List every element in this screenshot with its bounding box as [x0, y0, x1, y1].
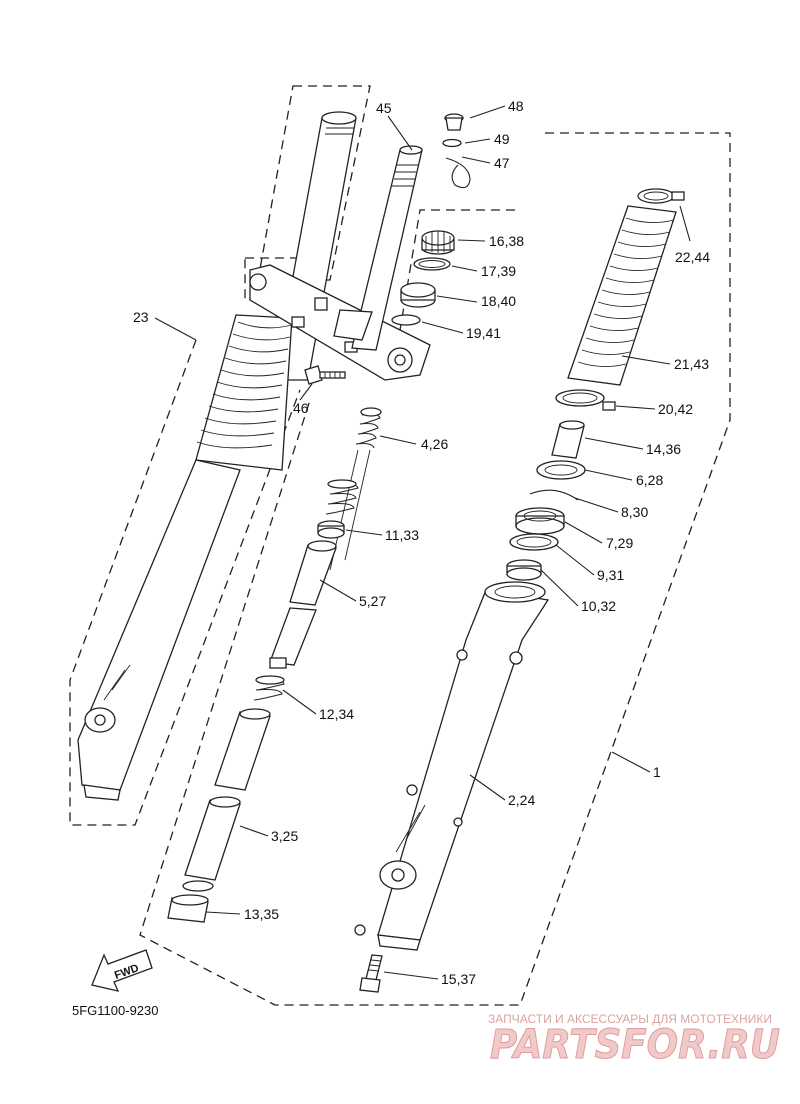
watermark-tagline: ЗАПЧАСТИ И АКСЕССУАРЫ ДЛЯ МОТОТЕХНИКИ	[488, 1012, 772, 1026]
callout-labels: 48 49 47 45 16,38 17,39 18,40 19,41 23 4…	[133, 98, 710, 987]
callout-1: 1	[653, 764, 661, 780]
callout-3-25: 3,25	[271, 828, 298, 844]
spring-12-34	[253, 675, 285, 701]
callout-49: 49	[494, 131, 510, 147]
spring-lower	[325, 479, 359, 515]
callout-19-41: 19,41	[466, 325, 501, 341]
callout-22-44: 22,44	[675, 249, 710, 265]
seal-11-33	[317, 520, 345, 539]
oring-17-39	[413, 257, 451, 271]
washer-49	[442, 138, 462, 148]
callout-48: 48	[508, 98, 524, 114]
callout-4-26: 4,26	[421, 436, 448, 452]
oring-19-41	[391, 314, 421, 326]
callout-16-38: 16,38	[489, 233, 524, 249]
callout-12-34: 12,34	[319, 706, 354, 722]
watermark-site: PARTSFOR.RU	[490, 1022, 780, 1068]
callout-21-43: 21,43	[674, 356, 709, 372]
dust-seal-6-28	[536, 460, 586, 480]
right-fork-group-outline	[139, 132, 731, 1006]
circlip-47	[445, 157, 471, 189]
callout-5-27: 5,27	[359, 593, 386, 609]
callout-46: 46	[293, 400, 309, 416]
damper-5-27	[269, 540, 337, 669]
sleeve-upper	[214, 708, 271, 791]
bolt-46	[304, 365, 346, 385]
diagram-code: 5FG1100-9230	[72, 1003, 159, 1018]
cap-16-38	[421, 230, 455, 255]
callout-23: 23	[133, 309, 149, 325]
bush-10-32	[506, 559, 542, 581]
sleeve-3-25	[182, 796, 241, 892]
spacer-18-40	[400, 282, 436, 308]
callout-18-40: 18,40	[481, 293, 516, 309]
callout-17-39: 17,39	[481, 263, 516, 279]
clamp-22-44	[637, 188, 685, 204]
oil-seal-7-29	[515, 507, 565, 535]
callout-6-28: 6,28	[636, 472, 663, 488]
boot-21-43	[567, 205, 677, 386]
bush-14-36	[551, 420, 585, 459]
callout-47: 47	[494, 155, 510, 171]
clamp-20-42	[555, 389, 616, 411]
bolt-15-37	[359, 954, 383, 993]
clip-8-30	[529, 489, 579, 501]
cup-13-35	[167, 894, 209, 923]
callout-14-36: 14,36	[646, 441, 681, 457]
callout-11-33: 11,33	[385, 527, 419, 543]
damper-rod-45	[333, 145, 423, 351]
callout-10-32: 10,32	[581, 598, 616, 614]
callout-2-24: 2,24	[508, 792, 535, 808]
callout-9-31: 9,31	[597, 567, 624, 583]
washer-9-31	[509, 533, 559, 551]
callout-8-30: 8,30	[621, 504, 648, 520]
callout-15-37: 15,37	[441, 971, 476, 987]
fwd-arrow: FWD	[91, 949, 153, 992]
bolt-48	[444, 113, 464, 131]
callout-45: 45	[376, 100, 392, 116]
left-fork-assembly	[77, 111, 431, 801]
callout-20-42: 20,42	[658, 401, 693, 417]
leader-lines	[154, 105, 691, 980]
callout-7-29: 7,29	[606, 535, 633, 551]
watermark: ЗАПЧАСТИ И АКСЕССУАРЫ ДЛЯ МОТОТЕХНИКИ PA…	[488, 1012, 781, 1069]
callout-13-35: 13,35	[244, 906, 279, 922]
outer-tube-2-24	[354, 581, 550, 951]
